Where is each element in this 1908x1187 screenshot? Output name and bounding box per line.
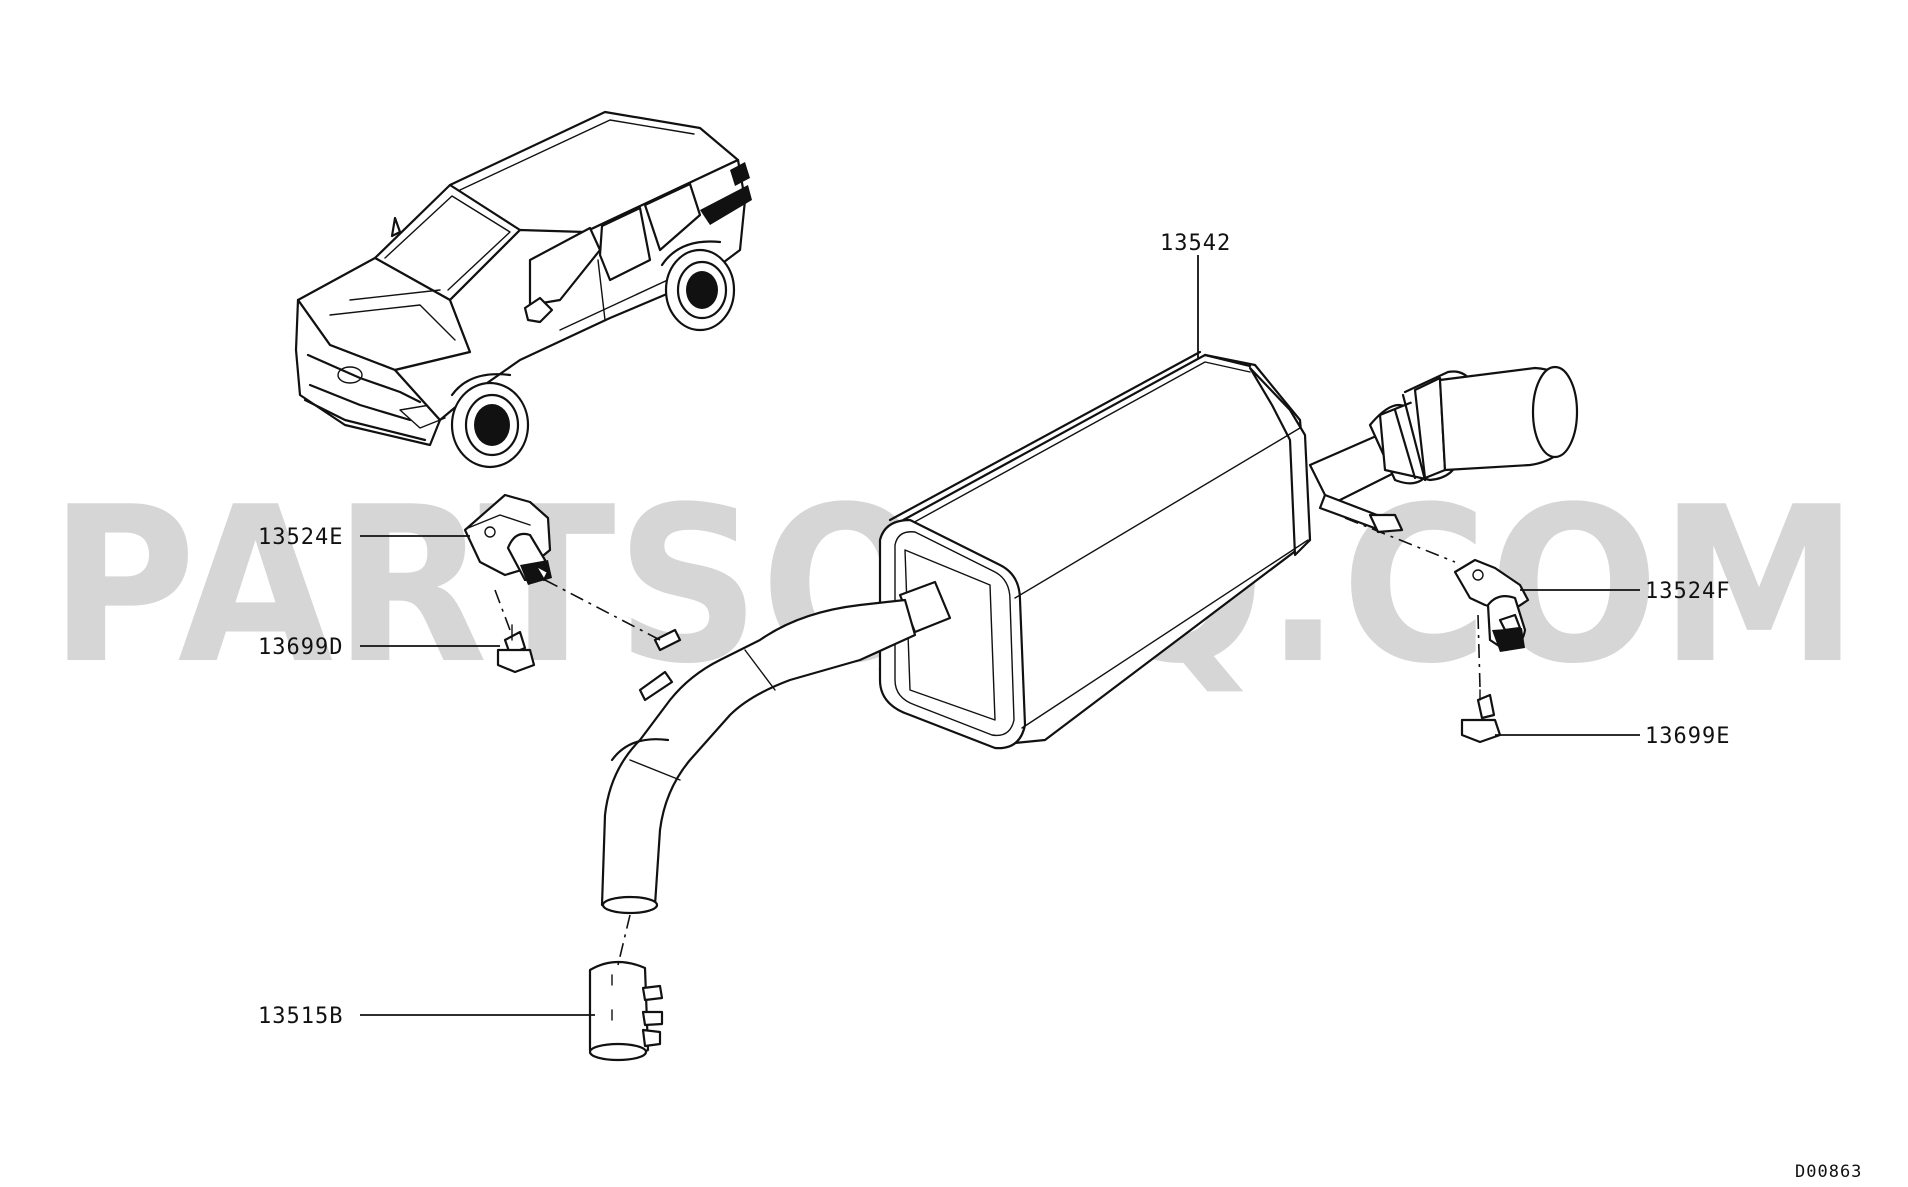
pipe-clamp-icon	[588, 960, 664, 1062]
leader-lines	[360, 255, 1640, 1016]
hanger-bracket-right-icon	[1453, 558, 1530, 652]
part-label-bolt-left[interactable]: 13699D	[258, 635, 343, 660]
rear-muffler-icon	[878, 350, 1579, 750]
part-label-bolt-right[interactable]: 13699E	[1645, 724, 1730, 749]
part-label-clamp[interactable]: 13515B	[258, 1004, 343, 1029]
hanger-bracket-left-icon	[463, 493, 552, 585]
part-label-muffler[interactable]: 13542	[1160, 231, 1231, 256]
exhaust-pipe-icon	[600, 598, 917, 915]
part-label-bracket-right[interactable]: 13524F	[1645, 579, 1730, 604]
bolt-left-icon	[496, 624, 536, 674]
bolt-right-icon	[1460, 689, 1502, 744]
diagram-code: D00863	[1795, 1162, 1862, 1182]
alignment-lines	[494, 517, 1481, 966]
vehicle-illustration-icon	[294, 110, 752, 469]
part-label-bracket-left[interactable]: 13524E	[258, 525, 343, 550]
